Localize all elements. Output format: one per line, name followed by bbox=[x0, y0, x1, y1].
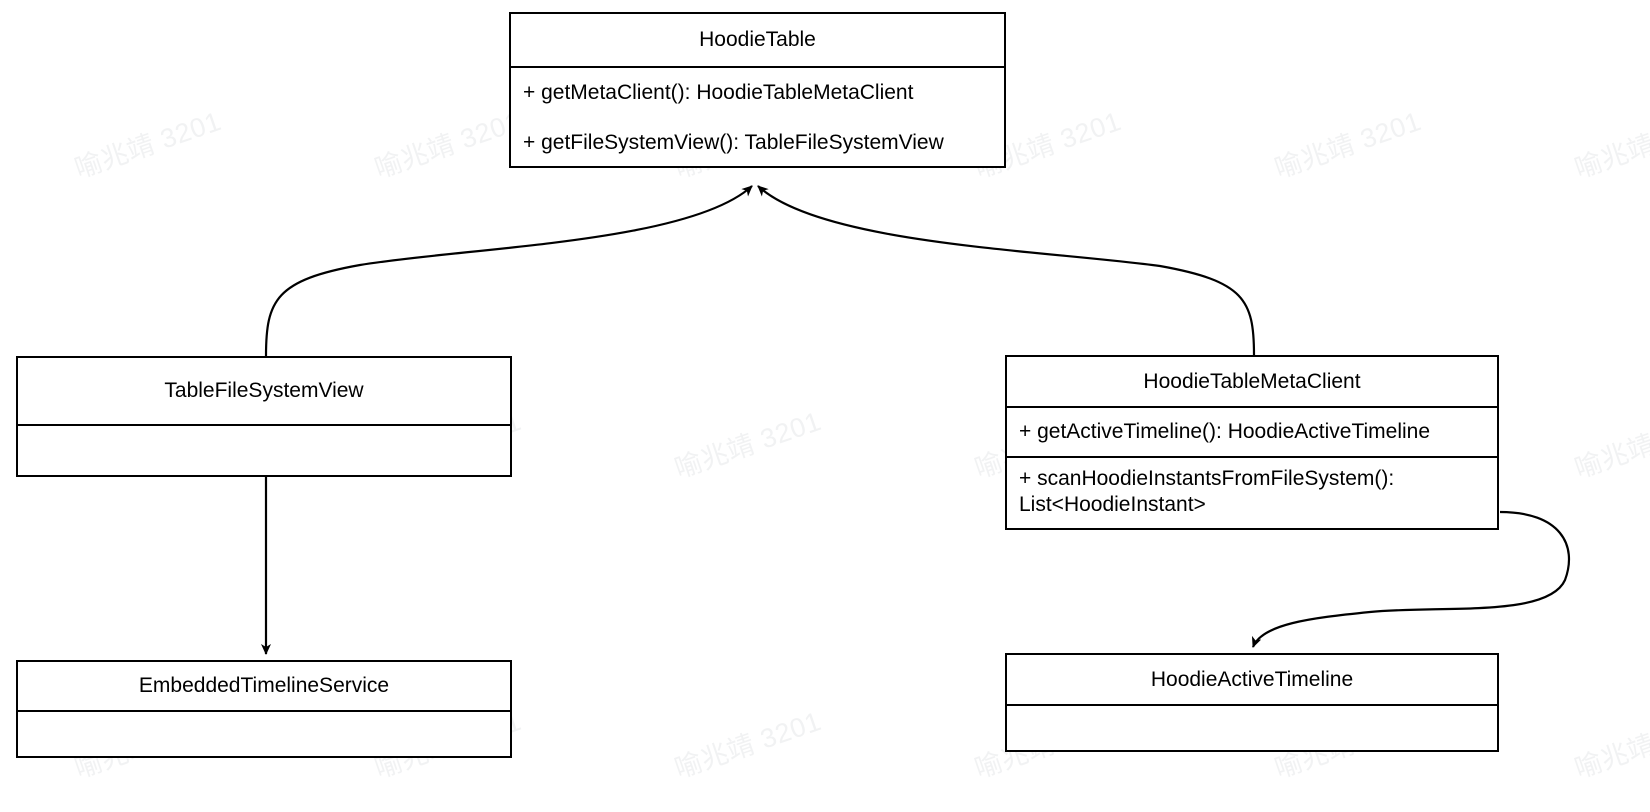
watermark-text: 喻兆靖 3201 bbox=[370, 106, 525, 185]
empty-members-compartment bbox=[18, 712, 510, 758]
watermark-text: 喻兆靖 3201 bbox=[1570, 706, 1650, 785]
class-separator bbox=[1007, 456, 1497, 458]
method-row: + getMetaClient(): HoodieTableMetaClient bbox=[523, 80, 914, 104]
class-name-table-file-system-view: TableFileSystemView bbox=[164, 379, 364, 403]
class-separator bbox=[18, 710, 510, 712]
class-separator bbox=[511, 66, 1004, 68]
edge-tablefilesystemview-to-hoodietable bbox=[264, 185, 753, 357]
watermark-text: 喻兆靖 3201 bbox=[1270, 106, 1425, 185]
class-name-hoodie-active-timeline: HoodieActiveTimeline bbox=[1150, 667, 1354, 691]
watermark-text: 喻兆靖 3201 bbox=[1570, 106, 1650, 185]
empty-members-compartment bbox=[1007, 706, 1497, 752]
watermark-text: 喻兆靖 3201 bbox=[670, 706, 825, 785]
edge-metaclient-to-hoodietable bbox=[757, 185, 1256, 356]
method-row: + scanHoodieInstantsFromFileSystem(): Li… bbox=[1019, 467, 1395, 517]
class-box-hoodie-table[interactable]: HoodieTable + getMetaClient(): HoodieTab… bbox=[509, 12, 1006, 168]
watermark-text: 喻兆靖 3201 bbox=[70, 106, 225, 185]
class-name-hoodie-table-meta-client: HoodieTableMetaClient bbox=[1143, 369, 1361, 393]
class-name-embedded-timeline-service: EmbeddedTimelineService bbox=[138, 674, 390, 698]
class-separator bbox=[1007, 406, 1497, 408]
empty-members-compartment bbox=[18, 426, 510, 477]
class-separator bbox=[1007, 704, 1497, 706]
class-box-table-file-system-view[interactable]: TableFileSystemView bbox=[16, 356, 512, 477]
class-box-hoodie-active-timeline[interactable]: HoodieActiveTimeline bbox=[1005, 653, 1499, 752]
edge-metaclient-to-hoodieactivetimeline bbox=[1251, 510, 1570, 648]
class-separator bbox=[18, 424, 510, 426]
method-row: + getActiveTimeline(): HoodieActiveTimel… bbox=[1019, 419, 1431, 443]
class-name-hoodie-table: HoodieTable bbox=[699, 28, 816, 52]
method-row: + getFileSystemView(): TableFileSystemVi… bbox=[523, 130, 944, 154]
watermark-text: 喻兆靖 3201 bbox=[1570, 406, 1650, 485]
class-box-hoodie-table-meta-client[interactable]: HoodieTableMetaClient + getActiveTimelin… bbox=[1005, 355, 1499, 530]
watermark-text: 喻兆靖 3201 bbox=[670, 406, 825, 485]
class-box-embedded-timeline-service[interactable]: EmbeddedTimelineService bbox=[16, 660, 512, 758]
